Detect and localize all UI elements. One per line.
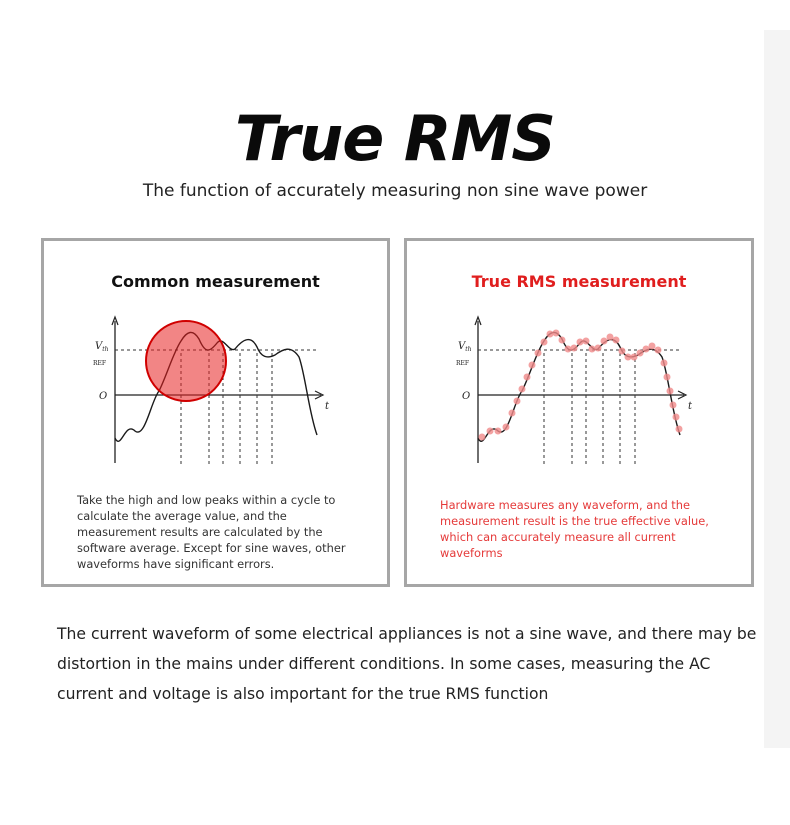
x-axis-arrow-icon — [677, 390, 688, 400]
axis-label-v: Vth — [458, 341, 472, 353]
footer-paragraph: The current waveform of some electrical … — [57, 625, 757, 703]
page-subtitle: The function of accurately measuring non… — [142, 181, 648, 201]
true-rms-waveform-graph: Vth REF O t — [456, 315, 693, 465]
sample-points — [478, 329, 683, 441]
axis-label-t: t — [325, 401, 330, 412]
x-axis-arrow-icon — [314, 390, 325, 400]
axis-label-t: t — [688, 401, 693, 412]
common-waveform-graph: Vth REF O t — [93, 315, 330, 465]
common-measurement-panel: Common measurement Vth REF O t Take the … — [41, 238, 390, 587]
sample-lines — [543, 353, 636, 465]
axis-label-origin: O — [99, 391, 107, 402]
axis-label-ref: REF — [93, 360, 106, 367]
true-rms-measurement-panel: True RMS measurement — [404, 238, 754, 587]
page-edge-shadow — [764, 30, 790, 748]
panel-description-true-rms: Hardware measures any waveform, and the … — [440, 498, 709, 560]
y-axis-arrow-icon — [474, 315, 482, 326]
panel-title-true-rms: True RMS measurement — [471, 272, 687, 291]
page-title: True RMS — [235, 102, 556, 175]
axis-label-ref: REF — [456, 360, 469, 367]
panel-title-common: Common measurement — [111, 272, 320, 291]
axis-label-origin: O — [462, 391, 470, 402]
axis-label-v: Vth — [95, 341, 109, 353]
y-axis-arrow-icon — [111, 315, 119, 326]
error-highlight-circle — [145, 320, 227, 402]
panel-description-common: Take the high and low peaks within a cyc… — [77, 493, 346, 571]
